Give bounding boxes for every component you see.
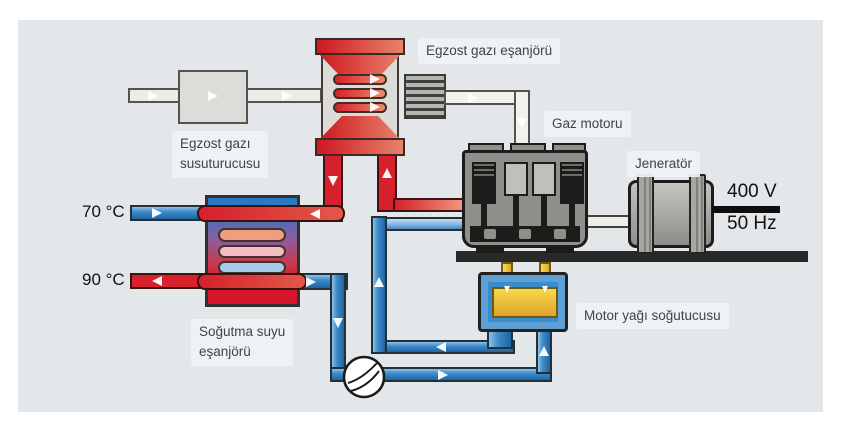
hot-pipe-engine-outlet xyxy=(393,198,467,212)
flow-arrow-icon xyxy=(152,208,162,218)
engine-piston xyxy=(472,162,496,204)
return-temperature-value: 70 °C xyxy=(82,202,125,221)
cooling-hx-tube-mild xyxy=(218,245,286,258)
power-output-line xyxy=(712,206,780,213)
flow-arrow-icon xyxy=(370,88,380,98)
flow-arrow-icon xyxy=(328,176,338,186)
oil-cooler-core xyxy=(492,287,558,318)
flow-arrow-icon xyxy=(208,91,218,101)
flow-arrow-icon xyxy=(436,342,446,352)
generator-band xyxy=(637,174,654,254)
frequency-value: 50 Hz xyxy=(727,213,777,234)
flow-arrow-icon xyxy=(382,168,392,178)
cooling-hx-bottom-tube xyxy=(197,273,307,290)
crank-journal xyxy=(554,229,566,239)
generator-label: Jeneratör xyxy=(627,151,701,178)
exhaust-hx-top-header xyxy=(315,38,405,55)
flow-arrow-icon xyxy=(468,93,478,103)
flow-arrow-icon xyxy=(152,276,162,286)
drive-shaft xyxy=(584,215,632,228)
flow-arrow-icon xyxy=(517,118,527,128)
exhaust-hx-tube xyxy=(333,102,387,113)
oil-cooler-label: Motor yağı soğutucusu xyxy=(576,303,729,330)
engine-label: Gaz motoru xyxy=(544,111,631,138)
flow-arrow-icon xyxy=(282,91,292,101)
generator-band xyxy=(689,174,706,254)
engine-foot xyxy=(476,246,504,253)
cooling-hx-label: Soğutma suyu eşanjörü xyxy=(191,319,294,366)
engine-foot xyxy=(546,246,574,253)
flow-arrow-icon xyxy=(539,346,549,356)
exhaust-hx-bottom-header xyxy=(315,138,405,156)
base-frame xyxy=(456,251,808,262)
cold-pipe-engine-inlet xyxy=(385,217,465,231)
flow-arrow-icon xyxy=(306,277,316,287)
engine-cylinder xyxy=(504,162,528,196)
heating-return-pipe-70c xyxy=(130,205,206,221)
crank-journal xyxy=(484,229,496,239)
flow-arrow-icon xyxy=(374,277,384,287)
cooling-hx-top-tube xyxy=(197,205,345,222)
exhaust-hx-tube xyxy=(333,88,387,99)
piston-rod xyxy=(481,202,487,228)
flow-arrow-icon xyxy=(370,74,380,84)
silencer-label: Egzost gazı susuturucusu xyxy=(172,131,269,178)
supply-temperature-value: 90 °C xyxy=(82,270,125,289)
exhaust-silencer xyxy=(178,70,248,124)
flow-arrow-icon xyxy=(504,286,510,293)
flow-arrow-icon xyxy=(333,318,343,328)
engine-cylinder xyxy=(532,162,556,196)
flow-arrow-icon xyxy=(370,102,380,112)
flow-arrow-icon xyxy=(542,286,548,293)
cooling-hx-tube-warm xyxy=(218,228,286,242)
piston-rod xyxy=(541,196,547,228)
pump-icon xyxy=(342,355,386,399)
exhaust-hx-tube xyxy=(333,74,387,85)
piston-rod xyxy=(569,202,575,228)
exhaust-hx-label: Egzost gazı eşanjörü xyxy=(418,38,561,65)
voltage-value: 400 V xyxy=(727,181,777,202)
heating-supply-pipe-90c xyxy=(130,273,206,289)
flow-arrow-icon xyxy=(310,209,320,219)
flow-arrow-icon xyxy=(148,91,158,101)
crank-journal xyxy=(519,229,531,239)
exhaust-hx-fins xyxy=(404,74,446,119)
flow-arrow-icon xyxy=(438,370,448,380)
engine-piston xyxy=(560,162,584,204)
piston-rod xyxy=(513,196,519,228)
